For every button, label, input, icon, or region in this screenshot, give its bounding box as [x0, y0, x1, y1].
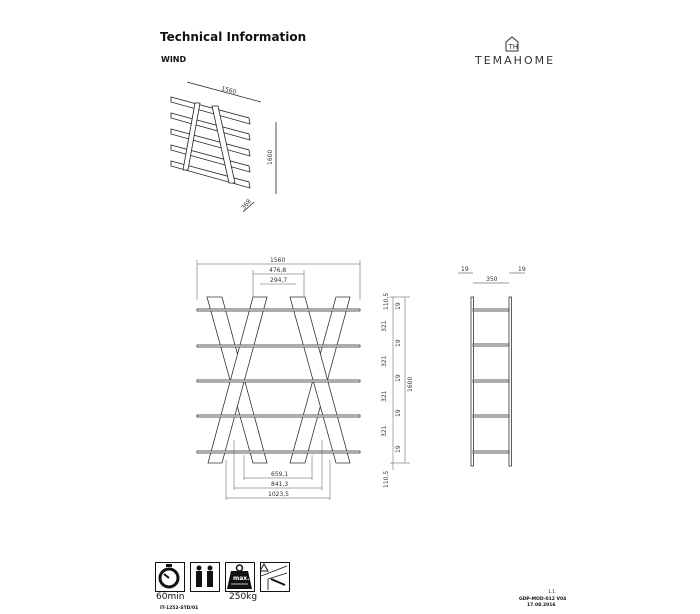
page-number: 1.1: [548, 590, 556, 595]
dim-thickness: 19: [395, 374, 402, 382]
side-view: [458, 272, 525, 467]
dim-top-outer: 476,8: [269, 267, 286, 274]
dim-thickness: 19: [395, 302, 402, 310]
dim-thickness: 19: [395, 445, 402, 453]
dim-bottom-gap: 110,5: [383, 471, 390, 488]
dim-bottom-inner: 659,1: [271, 471, 288, 478]
dim-post-left: 19: [461, 266, 469, 273]
dim-spacing: 321: [381, 355, 388, 367]
dim-spacing: 321: [381, 390, 388, 402]
dim-width: 1560: [270, 257, 285, 264]
svg-text:TH: TH: [508, 43, 519, 51]
brand-logo-icon: TH: [505, 36, 519, 52]
wall-fixing-warning-icon: [259, 562, 290, 592]
dim-spacing: 321: [381, 425, 388, 437]
front-view: [196, 296, 361, 464]
dim-height: 1600: [407, 377, 414, 392]
dim-top-gap: 110,5: [383, 293, 390, 310]
page-title: Technical Information: [160, 30, 307, 44]
dim-spacing: 321: [381, 320, 388, 332]
product-name: WIND: [161, 55, 187, 64]
max-weight-icon: max.: [225, 562, 255, 592]
assembly-time: 60min: [156, 592, 185, 602]
doc-code: IT-1252-STD/01: [160, 606, 199, 611]
dim-top-inner: 294,7: [270, 277, 287, 284]
iso-view: [170, 81, 277, 213]
max-load: 250kg: [229, 592, 258, 602]
form-code: GDP-MOD-012 V04: [519, 597, 567, 602]
iso-depth: 368: [240, 198, 253, 211]
dim-bottom-mid: 841,3: [271, 481, 288, 488]
stopwatch-icon: [155, 562, 185, 592]
two-persons-icon: [190, 562, 220, 592]
dim-bottom-outer: 1023,5: [268, 491, 289, 498]
dim-side-inner: 350: [486, 276, 498, 283]
form-date: 17.08.2016: [527, 603, 556, 608]
dim-post-right: 19: [518, 266, 526, 273]
svg-text:max.: max.: [233, 575, 249, 582]
dim-thickness: 19: [395, 409, 402, 417]
iso-width: 1560: [220, 85, 237, 96]
iso-height: 1600: [267, 150, 274, 165]
dim-thickness: 19: [395, 339, 402, 347]
brand-name: TEMAHOME: [475, 54, 556, 67]
